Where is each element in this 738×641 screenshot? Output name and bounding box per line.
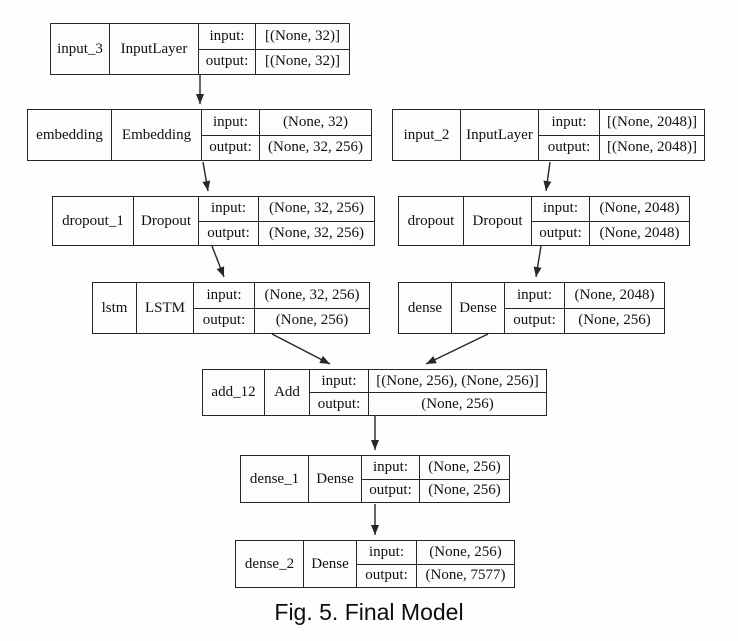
input-label: input: (368, 543, 404, 560)
layer-name: dense_2 (244, 555, 295, 572)
layer-class: LSTM (136, 283, 193, 333)
layer-class: Dropout (463, 197, 531, 245)
output-shape: (None, 256) (420, 478, 509, 503)
io-label-column: input: output: (198, 24, 255, 74)
node-input_3: input_3 InputLayer input: output: [(None… (50, 23, 350, 75)
output-shape: (None, 2048) (590, 220, 689, 246)
input-label: input: (212, 113, 248, 130)
io-value-column: (None, 32) (None, 32, 256) (259, 110, 371, 160)
output-shape: [(None, 32)] (256, 48, 349, 75)
node-lstm: lstm LSTM input: output: (None, 32, 256)… (92, 282, 370, 334)
layer-name: dropout (407, 212, 455, 229)
input-label: input: (542, 200, 578, 217)
io-label-column: input: output: (538, 110, 599, 160)
input-label: input: (209, 27, 245, 44)
layer-class: Dense (303, 541, 356, 587)
input-shape: (None, 32) (283, 113, 348, 130)
edge-embedding-dropout_1 (202, 161, 211, 192)
input-shape: (None, 256) (428, 458, 501, 475)
layer-name: embedding (36, 126, 103, 143)
output-label: output: (310, 392, 368, 415)
input-label: input: (551, 113, 587, 130)
layer-class: Dense (308, 456, 361, 502)
layer-class: Add (264, 370, 309, 415)
figure-caption: Fig. 5. Final Model (274, 599, 464, 625)
output-shape: (None, 32, 256) (259, 220, 374, 246)
io-value-column: (None, 256) (None, 256) (419, 456, 509, 502)
io-value-column: (None, 2048) (None, 2048) (589, 197, 689, 245)
node-dense_1: dense_1 Dense input: output: (None, 256)… (240, 455, 510, 503)
node-input_2: input_2 InputLayer input: output: [(None… (392, 109, 705, 161)
output-shape: (None, 256) (369, 392, 546, 415)
edge-dropout-dense (533, 245, 542, 278)
output-label: output: (202, 134, 259, 161)
output-label: output: (357, 563, 416, 588)
output-shape: [(None, 2048)] (600, 134, 704, 161)
output-label: output: (539, 134, 599, 161)
output-label: output: (199, 48, 255, 75)
node-dense: dense Dense input: output: (None, 2048) … (398, 282, 665, 334)
node-dropout_1: dropout_1 Dropout input: output: (None, … (52, 196, 375, 246)
layer-name: dense_1 (249, 470, 300, 487)
layer-class: Dropout (133, 197, 198, 245)
output-label: output: (505, 307, 564, 334)
layer-class: InputLayer (460, 110, 538, 160)
layer-class: InputLayer (109, 24, 198, 74)
input-shape: (None, 256) (429, 543, 502, 560)
layer-name: add_12 (211, 384, 256, 400)
edge-lstm-add_12 (271, 333, 331, 365)
io-label-column: input: output: (531, 197, 589, 245)
io-value-column: (None, 32, 256) (None, 32, 256) (258, 197, 374, 245)
node-embedding: embedding Embedding input: output: (None… (27, 109, 372, 161)
output-label: output: (199, 220, 258, 246)
input-label: input: (372, 458, 408, 475)
edge-dense-add_12 (425, 333, 489, 365)
input-shape: [(None, 256), (None, 256)] (376, 372, 539, 389)
node-dropout: dropout Dropout input: output: (None, 20… (398, 196, 690, 246)
output-shape: (None, 256) (255, 307, 369, 334)
layer-name: lstm (101, 299, 128, 316)
io-value-column: [(None, 2048)] [(None, 2048)] (599, 110, 704, 160)
layer-class: Embedding (111, 110, 201, 160)
input-shape: (None, 2048) (574, 286, 655, 303)
node-dense_2: dense_2 Dense input: output: (None, 256)… (235, 540, 515, 588)
output-shape: (None, 7577) (417, 563, 514, 588)
output-label: output: (532, 220, 589, 246)
io-label-column: input: output: (193, 283, 254, 333)
io-label-column: input: output: (198, 197, 258, 245)
layer-class: Dense (451, 283, 504, 333)
output-shape: (None, 256) (565, 307, 664, 334)
io-label-column: input: output: (361, 456, 419, 502)
input-label: input: (516, 286, 552, 303)
input-label: input: (321, 372, 357, 389)
input-label: input: (206, 286, 242, 303)
input-shape: (None, 2048) (599, 200, 680, 217)
layer-name: input_2 (403, 126, 450, 143)
input-shape: [(None, 2048)] (607, 113, 697, 130)
edge-input_2-dropout (543, 161, 552, 192)
input-shape: [(None, 32)] (265, 27, 340, 44)
io-value-column: [(None, 256), (None, 256)] (None, 256) (368, 370, 546, 415)
input-shape: (None, 32, 256) (269, 200, 364, 217)
output-shape: (None, 32, 256) (260, 134, 371, 161)
layer-name: input_3 (57, 40, 103, 57)
edge-dropout_1-lstm (211, 245, 225, 278)
input-shape: (None, 32, 256) (264, 286, 360, 303)
io-label-column: input: output: (309, 370, 368, 415)
layer-name: dropout_1 (62, 212, 124, 229)
layer-name: dense (407, 299, 443, 316)
io-value-column: (None, 32, 256) (None, 256) (254, 283, 369, 333)
output-label: output: (194, 307, 254, 334)
io-value-column: (None, 256) (None, 7577) (416, 541, 514, 587)
io-value-column: (None, 2048) (None, 256) (564, 283, 664, 333)
io-label-column: input: output: (504, 283, 564, 333)
output-label: output: (362, 478, 419, 503)
input-label: input: (210, 200, 246, 217)
io-label-column: input: output: (201, 110, 259, 160)
io-value-column: [(None, 32)] [(None, 32)] (255, 24, 349, 74)
node-add_12: add_12 Add input: output: [(None, 256), … (202, 369, 547, 416)
io-label-column: input: output: (356, 541, 416, 587)
